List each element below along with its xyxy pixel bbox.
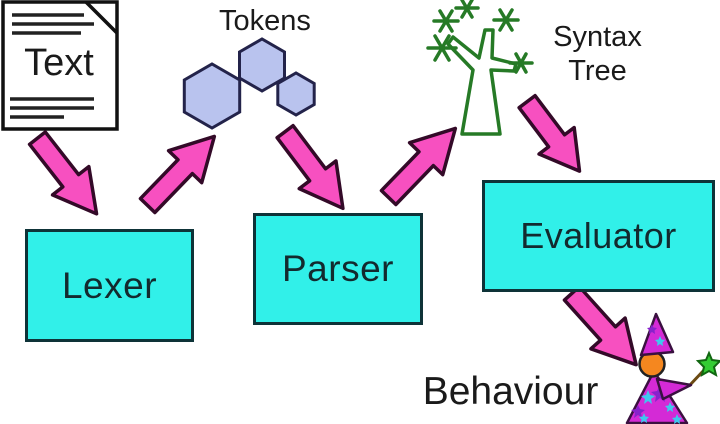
syntax-tree-label-line1: Syntax: [553, 21, 642, 53]
flow-arrow-icon: [562, 284, 638, 367]
parser-label: Parser: [282, 248, 394, 289]
document-outline-icon: [1, 0, 119, 131]
leaf-star-icon: [508, 52, 534, 74]
flow-arrow-icon: [517, 93, 582, 173]
behaviour-label: Behaviour: [422, 370, 599, 413]
flow-arrow-icon: [138, 134, 217, 215]
syntax-tree-label: Syntax Tree: [535, 20, 660, 88]
leaf-star-icon: [432, 9, 460, 33]
token-hexagon: [182, 62, 242, 130]
wizard-icon: [625, 312, 720, 424]
leaf-star-icon: [426, 34, 458, 62]
text-doc-label: Text: [24, 42, 94, 84]
syntax-tree-label-line2: Tree: [568, 55, 627, 87]
tokens-label: Tokens: [219, 5, 311, 37]
lexer-label: Lexer: [61, 264, 158, 306]
parser-box: Parser: [253, 213, 423, 325]
lexer-box: Lexer: [25, 229, 194, 342]
syntax-tree-icon: [426, 0, 534, 136]
leaf-star-icon: [492, 8, 520, 32]
flow-arrow-icon: [275, 123, 345, 211]
token-hexagon: [276, 71, 316, 117]
evaluator-box: Evaluator: [482, 180, 715, 292]
evaluator-label: Evaluator: [520, 215, 677, 256]
token-hexagons-icon: [182, 37, 316, 130]
text-document-icon: Text: [0, 0, 125, 135]
flow-arrow-icon: [27, 130, 99, 216]
flow-arrow-icon: [379, 126, 458, 207]
wand-star-icon: [695, 350, 720, 378]
leaf-star-icon: [454, 0, 480, 19]
